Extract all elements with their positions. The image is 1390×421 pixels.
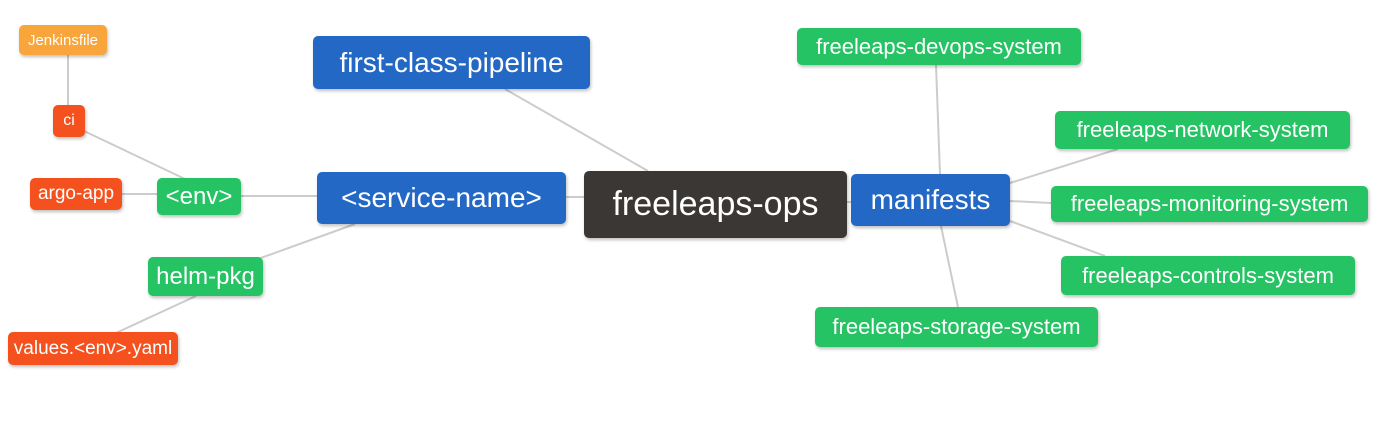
node-helm-pkg[interactable]: helm-pkg [148, 257, 263, 296]
node-env[interactable]: <env> [157, 178, 241, 215]
edge-manifests-monitoring_system [1009, 200, 1052, 204]
node-argo-app[interactable]: argo-app [30, 178, 122, 210]
edge-helm_pkg-values_env_yaml [115, 295, 197, 334]
node-freeleaps-monitoring-system[interactable]: freeleaps-monitoring-system [1051, 186, 1368, 222]
node-first-class-pipeline[interactable]: first-class-pipeline [313, 36, 590, 89]
node-freeleaps-devops-system[interactable]: freeleaps-devops-system [797, 28, 1081, 65]
node-freeleaps-storage-system[interactable]: freeleaps-storage-system [815, 307, 1098, 347]
node-ci[interactable]: ci [53, 105, 85, 137]
edge-manifests-devops_system [935, 64, 941, 175]
node-manifests[interactable]: manifests [851, 174, 1010, 226]
node-freeleaps-controls-system[interactable]: freeleaps-controls-system [1061, 256, 1355, 295]
edge-service_name-helm_pkg [257, 223, 356, 260]
node-jenkinsfile[interactable]: Jenkinsfile [19, 25, 107, 55]
node-service-name[interactable]: <service-name> [317, 172, 566, 224]
edge-ci-env [83, 130, 186, 180]
node-values-env-yaml[interactable]: values.<env>.yaml [8, 332, 178, 365]
node-freeleaps-ops[interactable]: freeleaps-ops [584, 171, 847, 238]
edge-first_class_pipeline-freeleaps_ops [504, 88, 649, 172]
edge-manifests-storage_system [940, 225, 959, 308]
edge-manifests-network_system [1009, 148, 1119, 184]
edge-manifests-controls_system [1009, 220, 1106, 257]
node-freeleaps-network-system[interactable]: freeleaps-network-system [1055, 111, 1350, 149]
